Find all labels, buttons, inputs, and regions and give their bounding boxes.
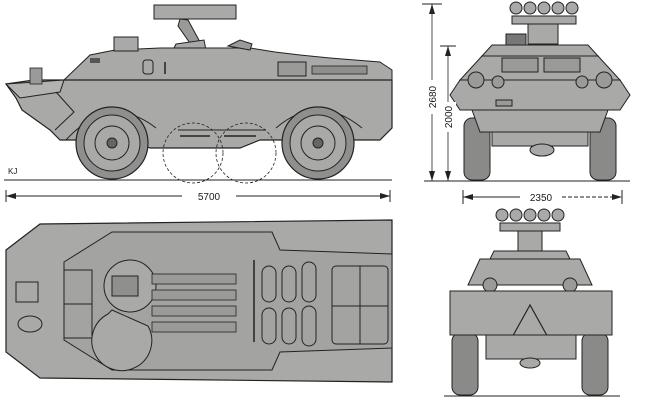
rear-wheel [281,106,355,180]
side-view: 5700 KJ [0,0,400,210]
rear-view [430,205,645,400]
side-view-drawing: 5700 KJ [4,4,393,203]
front-view: 2680 2000 2350 [410,0,645,210]
top-view-drawing [5,219,393,383]
hull-height-dimension: 2000 [444,105,455,128]
rear-view-drawing [444,208,620,397]
front-wheel [75,106,149,180]
top-view [0,210,400,400]
total-height-dimension: 2680 [428,85,439,108]
corner-mark: KJ [8,167,17,176]
front-view-drawing: 2680 2000 2350 [422,1,631,204]
length-dimension: 5700 [198,192,221,203]
width-dimension: 2350 [530,193,553,204]
